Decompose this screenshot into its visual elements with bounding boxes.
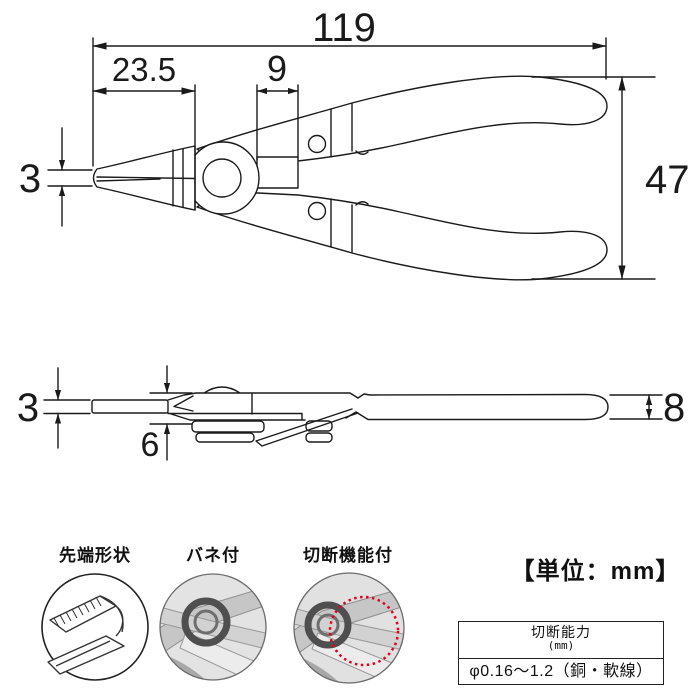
dim-tip-thickness-value: 3	[17, 386, 39, 430]
cutter-photo-inset	[293, 572, 405, 684]
dim-handle-spread-value: 47	[645, 158, 690, 202]
unit-note: 【単位：mm】	[510, 558, 681, 585]
dim-joint-width-value: 9	[267, 48, 287, 89]
top-view-dimensions: 119 23.5 9 3	[19, 6, 690, 280]
dim-handle-spread: 47	[531, 76, 690, 280]
dim-handle-thickness-value: 8	[663, 386, 685, 430]
dim-joint-thickness-value: 6	[141, 426, 160, 464]
spring-leaf-1	[191, 420, 265, 433]
spring-bar	[255, 408, 359, 447]
jaw-seam	[96, 176, 196, 182]
spec-table: 切断能力 (mm) φ0.16～1.2（銅・軟線）	[458, 621, 664, 685]
dim-jaw-length-value: 23.5	[112, 51, 176, 88]
spec-table-header: 切断能力 (mm)	[459, 622, 663, 659]
spring-leaf-4	[305, 432, 333, 443]
inset-lower-jaw	[47, 635, 125, 675]
dim-overall-length: 119	[92, 6, 607, 167]
inset-pivot-curves	[99, 595, 124, 637]
dim-handle-thickness: 8	[609, 386, 685, 430]
dimension-diagram: 119 23.5 9 3	[17, 6, 690, 464]
dim-joint-width: 9	[256, 48, 299, 161]
lower-handle-outline	[196, 192, 608, 281]
upper-arm-hole	[307, 134, 327, 154]
side-view-dimensions: 3 6 8	[17, 365, 685, 464]
pliers-side-view	[91, 386, 609, 447]
spring-leaf-3	[305, 420, 333, 432]
feature-label-spring: バネ付	[186, 546, 240, 565]
spec-table-header-title: 切断能力	[531, 624, 591, 640]
feature-label-cutter: 切断機能付	[303, 546, 393, 565]
joint-bracket	[256, 156, 299, 189]
spring-coil	[181, 597, 231, 647]
spring-leaf-2	[195, 432, 255, 443]
dim-jaw-length: 23.5	[92, 51, 196, 95]
dim-tip-width-value: 3	[19, 157, 41, 201]
side-jaw-bar	[91, 399, 169, 414]
spring-photo-inset	[159, 573, 267, 681]
inset-lower-jaw-line	[55, 640, 111, 667]
cutting-area-highlight	[328, 595, 400, 667]
grip-collar-lines	[330, 103, 369, 253]
inset-serration	[53, 596, 102, 628]
upper-handle-outline	[196, 75, 608, 164]
dim-overall-length-value: 119	[312, 6, 376, 50]
tip-shape-inset	[41, 573, 149, 681]
side-handle	[345, 393, 609, 421]
spec-table-value: φ0.16～1.2（銅・軟線）	[469, 663, 653, 680]
dim-tip-thickness: 3	[17, 367, 91, 449]
side-body	[167, 386, 371, 421]
feature-label-tip-shape: 先端形状	[59, 546, 131, 565]
lower-arm-hole	[307, 201, 327, 221]
pivot-screw	[202, 158, 242, 198]
dim-tip-width: 3	[19, 127, 93, 227]
spec-table-header-unit: (mm)	[547, 639, 575, 652]
dim-joint-thickness: 6	[141, 365, 193, 464]
pliers-top-view	[92, 75, 608, 281]
